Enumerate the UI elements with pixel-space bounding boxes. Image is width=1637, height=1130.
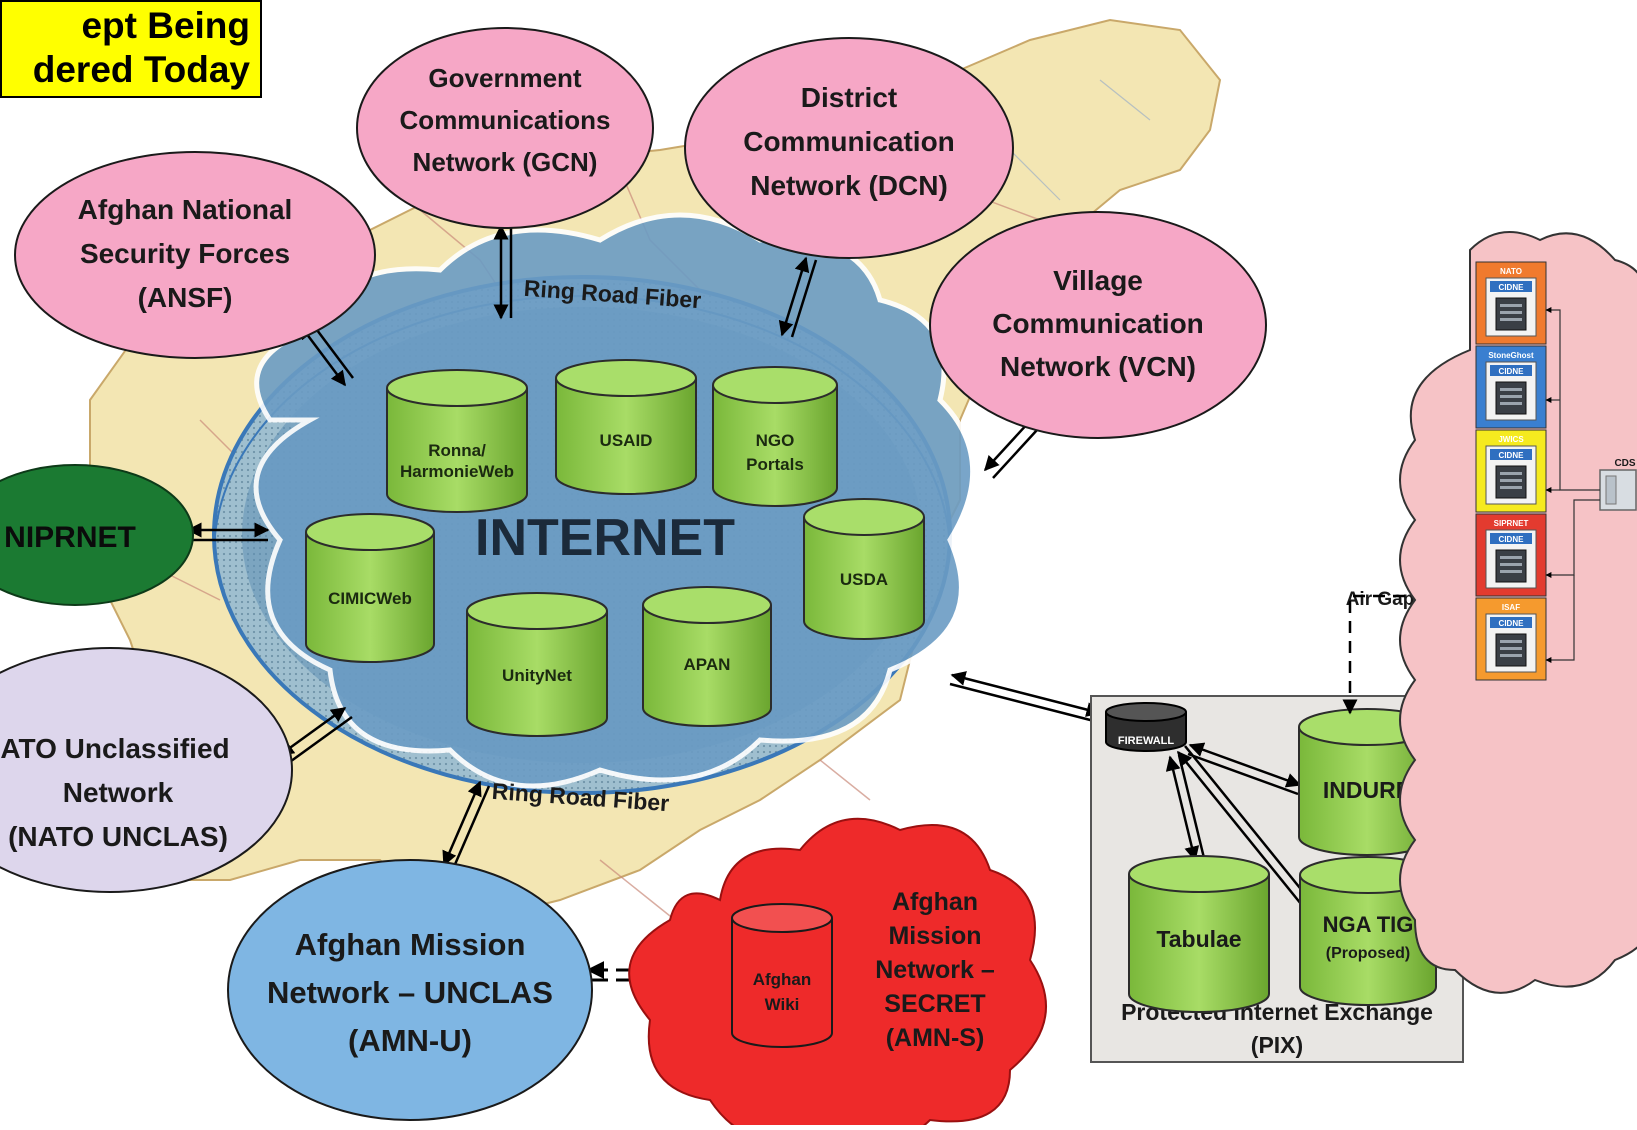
svg-text:UnityNet: UnityNet — [502, 666, 572, 685]
db-ngo-portals[interactable]: NGO Portals — [712, 366, 838, 507]
svg-text:SECRET: SECRET — [884, 990, 985, 1018]
svg-text:(Proposed): (Proposed) — [1326, 945, 1410, 962]
banner-line-2: dered Today — [32, 49, 250, 90]
server-name-label: SIPRNET — [1494, 519, 1529, 528]
svg-text:ATO Unclassified: ATO Unclassified — [0, 733, 229, 764]
svg-text:Wiki: Wiki — [765, 995, 800, 1014]
svg-text:Network (GCN): Network (GCN) — [413, 147, 598, 177]
svg-text:INDURE: INDURE — [1323, 777, 1411, 803]
svg-text:APAN: APAN — [684, 655, 731, 674]
cidne-label: CIDNE — [1499, 367, 1525, 376]
db-unitynet[interactable]: UnityNet — [466, 592, 608, 737]
svg-text:Village: Village — [1053, 265, 1143, 296]
node-amn-s[interactable]: Afghan Mission Network – SECRET (AMN-S) — [628, 817, 1047, 1130]
svg-text:USAID: USAID — [600, 431, 653, 450]
server-name-label: StoneGhost — [1488, 351, 1534, 360]
db-afghan-wiki[interactable]: Afghan Wiki — [731, 903, 833, 1048]
svg-text:Afghan National: Afghan National — [78, 194, 293, 225]
svg-text:CIMICWeb: CIMICWeb — [328, 589, 412, 608]
node-vcn[interactable]: Village Communication Network (VCN) — [929, 211, 1267, 439]
server-stack: NATOCIDNEStoneGhostCIDNEJWICSCIDNESIPRNE… — [1475, 261, 1547, 681]
svg-text:Communication: Communication — [743, 126, 955, 157]
node-niprnet[interactable]: NIPRNET — [0, 464, 194, 606]
banner-line-1: ept Being — [81, 5, 250, 46]
svg-text:Network – UNCLAS: Network – UNCLAS — [267, 975, 553, 1010]
svg-text:HarmonieWeb: HarmonieWeb — [400, 462, 514, 481]
server-nato[interactable]: NATO CIDNE — [1475, 261, 1547, 345]
firewall[interactable]: FIREWALL — [1105, 702, 1187, 752]
svg-text:Network (DCN): Network (DCN) — [750, 170, 948, 201]
svg-text:Network: Network — [63, 777, 174, 808]
svg-text:(ANSF): (ANSF) — [138, 282, 233, 313]
svg-text:(AMN-U): (AMN-U) — [348, 1023, 472, 1058]
svg-text:Network (VCN): Network (VCN) — [1000, 351, 1196, 382]
svg-text:FIREWALL: FIREWALL — [1118, 735, 1174, 747]
server-name-label: JWICS — [1498, 435, 1524, 444]
cidne-label: CIDNE — [1499, 535, 1525, 544]
node-nato-unclas[interactable]: ATO Unclassified Network (NATO UNCLAS) — [0, 647, 293, 893]
cidne-label: CIDNE — [1499, 283, 1525, 292]
svg-text:(NATO UNCLAS): (NATO UNCLAS) — [8, 821, 228, 852]
node-dcn[interactable]: District Communication Network (DCN) — [684, 37, 1014, 259]
svg-text:District: District — [801, 82, 897, 113]
svg-text:Communication: Communication — [992, 308, 1204, 339]
svg-text:Communications: Communications — [400, 105, 611, 135]
svg-text:Mission: Mission — [888, 922, 981, 950]
pix-caption-abbrev: (PIX) — [1251, 1032, 1303, 1058]
node-gcn[interactable]: Government Communications Network (GCN) — [356, 27, 654, 229]
db-apan[interactable]: APAN — [642, 586, 772, 727]
server-name-label: ISAF — [1502, 603, 1520, 612]
svg-text:USDA: USDA — [840, 570, 888, 589]
internet-label: INTERNET — [475, 509, 735, 567]
db-ronna[interactable]: Ronna/ HarmonieWeb — [386, 369, 528, 513]
cidne-label: CIDNE — [1499, 619, 1525, 628]
cds-label: CDS — [1614, 458, 1635, 469]
db-cimicweb[interactable]: CIMICWeb — [305, 513, 435, 663]
svg-text:NIPRNET: NIPRNET — [4, 521, 136, 554]
db-usda[interactable]: USDA — [803, 498, 925, 640]
cidne-label: CIDNE — [1499, 451, 1525, 460]
svg-text:Afghan Mission: Afghan Mission — [295, 927, 526, 962]
node-ansf[interactable]: Afghan National Security Forces (ANSF) — [14, 151, 376, 359]
cds-links — [1545, 307, 1600, 663]
svg-text:Government: Government — [428, 63, 581, 93]
banner-box: ept Being dered Today — [0, 0, 262, 98]
svg-text:NGO: NGO — [756, 431, 795, 450]
svg-text:Tabulae: Tabulae — [1156, 926, 1241, 952]
pix-connections — [1165, 742, 1322, 922]
svg-text:Network –: Network – — [875, 956, 995, 984]
db-tabulae[interactable]: Tabulae — [1128, 855, 1270, 1013]
svg-text:Ronna/: Ronna/ — [428, 441, 486, 460]
server-name-label: NATO — [1500, 267, 1522, 276]
db-usaid[interactable]: USAID — [555, 359, 697, 495]
svg-text:Afghan: Afghan — [892, 888, 978, 916]
svg-text:Security Forces: Security Forces — [80, 238, 290, 269]
svg-text:NGA TIG: NGA TIG — [1323, 912, 1414, 937]
server-siprnet[interactable]: SIPRNET CIDNE — [1475, 513, 1547, 597]
svg-text:Afghan: Afghan — [753, 970, 812, 989]
server-jwics[interactable]: JWICS CIDNE — [1475, 429, 1547, 513]
svg-text:(AMN-S): (AMN-S) — [886, 1024, 985, 1052]
node-amn-u[interactable]: Afghan Mission Network – UNCLAS (AMN-U) — [227, 859, 593, 1121]
svg-text:Portals: Portals — [746, 455, 804, 474]
svg-text:Air Gap: Air Gap — [1346, 589, 1415, 610]
server-isaf[interactable]: ISAF CIDNE — [1475, 597, 1547, 681]
cds-device[interactable]: CDS — [1599, 458, 1637, 511]
